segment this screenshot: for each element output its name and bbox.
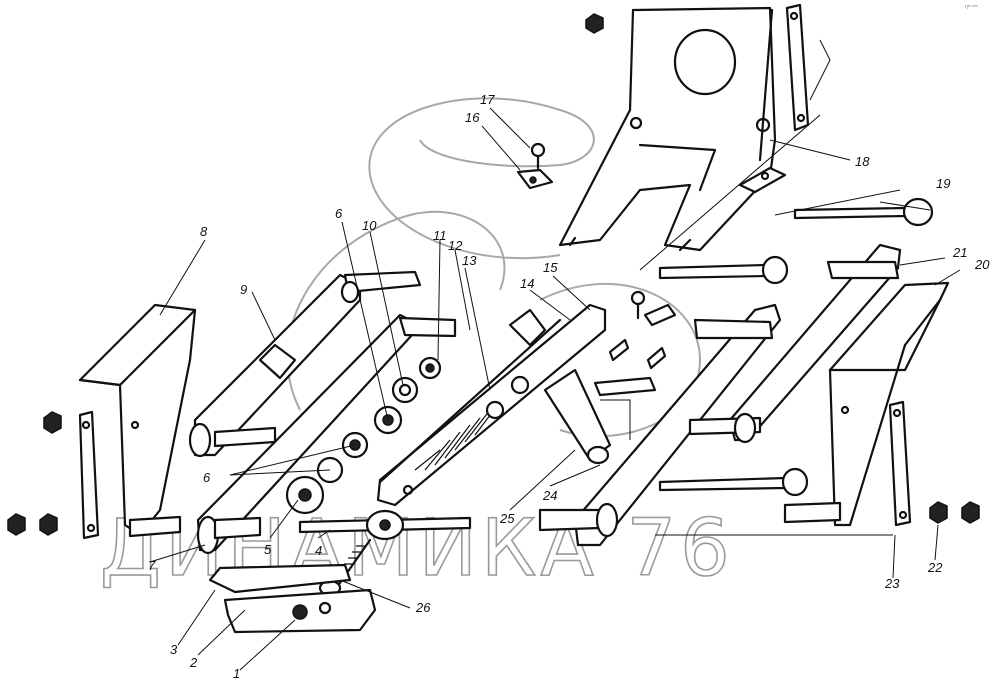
callout-2: 2 bbox=[189, 655, 198, 670]
strap-part-18 bbox=[785, 3, 810, 132]
spring-housing-part-25 bbox=[376, 303, 612, 507]
callout-3: 3 bbox=[170, 642, 178, 657]
arm-right-long bbox=[538, 303, 782, 547]
bracket-part-8 bbox=[78, 303, 197, 537]
bracket-part-20 bbox=[783, 281, 950, 527]
callout-12: 12 bbox=[448, 238, 463, 253]
spring-coils bbox=[414, 401, 501, 471]
arm-part-9 bbox=[188, 270, 422, 458]
callout-1: 1 bbox=[233, 666, 240, 681]
callout-6-bottom: 6 bbox=[203, 470, 211, 485]
callout-15: 15 bbox=[543, 260, 558, 275]
callout-13: 13 bbox=[462, 253, 477, 268]
callout-14: 14 bbox=[520, 276, 534, 291]
callout-5: 5 bbox=[264, 542, 272, 557]
callout-6-top: 6 bbox=[335, 206, 343, 221]
bracket-part-18 bbox=[558, 6, 787, 252]
callout-8: 8 bbox=[200, 224, 208, 239]
plate-part-3 bbox=[208, 563, 352, 594]
bolt-part-17 bbox=[530, 142, 546, 170]
arm-part-21 bbox=[688, 243, 902, 444]
callout-19: 19 bbox=[936, 176, 950, 191]
clip-part-16 bbox=[516, 168, 554, 190]
nut-top bbox=[585, 13, 604, 34]
callout-11: 11 bbox=[433, 228, 447, 243]
callout-22: 22 bbox=[927, 560, 943, 575]
callout-24: 24 bbox=[542, 488, 557, 503]
pins-part-24 bbox=[593, 338, 667, 397]
callout-21: 21 bbox=[952, 245, 967, 260]
nuts-left bbox=[7, 411, 62, 536]
arm-part-7 bbox=[128, 313, 457, 555]
leader-lines bbox=[149, 39, 961, 671]
callout-9: 9 bbox=[240, 282, 247, 297]
strap-part-23 bbox=[888, 400, 912, 527]
bolt-part-19-middle bbox=[658, 255, 789, 285]
bolt-part-4 bbox=[298, 509, 472, 541]
small-bolt-15 bbox=[630, 290, 677, 327]
callout-7: 7 bbox=[148, 558, 156, 573]
callout-4: 4 bbox=[315, 543, 322, 558]
callout-16: 16 bbox=[465, 110, 480, 125]
nuts-part-22 bbox=[929, 501, 980, 524]
callout-25: 25 bbox=[499, 511, 515, 526]
callout-26: 26 bbox=[415, 600, 431, 615]
strap-part-8 bbox=[78, 410, 100, 540]
callout-20: 20 bbox=[974, 257, 990, 272]
watermark-text: ДИНАМИКА 76 bbox=[100, 504, 734, 594]
callout-18: 18 bbox=[855, 154, 870, 169]
corner-mark: ηᵐ ᵐᵐ bbox=[965, 4, 978, 10]
callout-10: 10 bbox=[362, 218, 377, 233]
callout-23: 23 bbox=[884, 576, 900, 591]
bolt-part-19-lower bbox=[658, 467, 809, 497]
plate-part-2-1 bbox=[223, 588, 377, 634]
callout-17: 17 bbox=[480, 92, 495, 107]
bolt-part-19-upper bbox=[793, 197, 934, 227]
